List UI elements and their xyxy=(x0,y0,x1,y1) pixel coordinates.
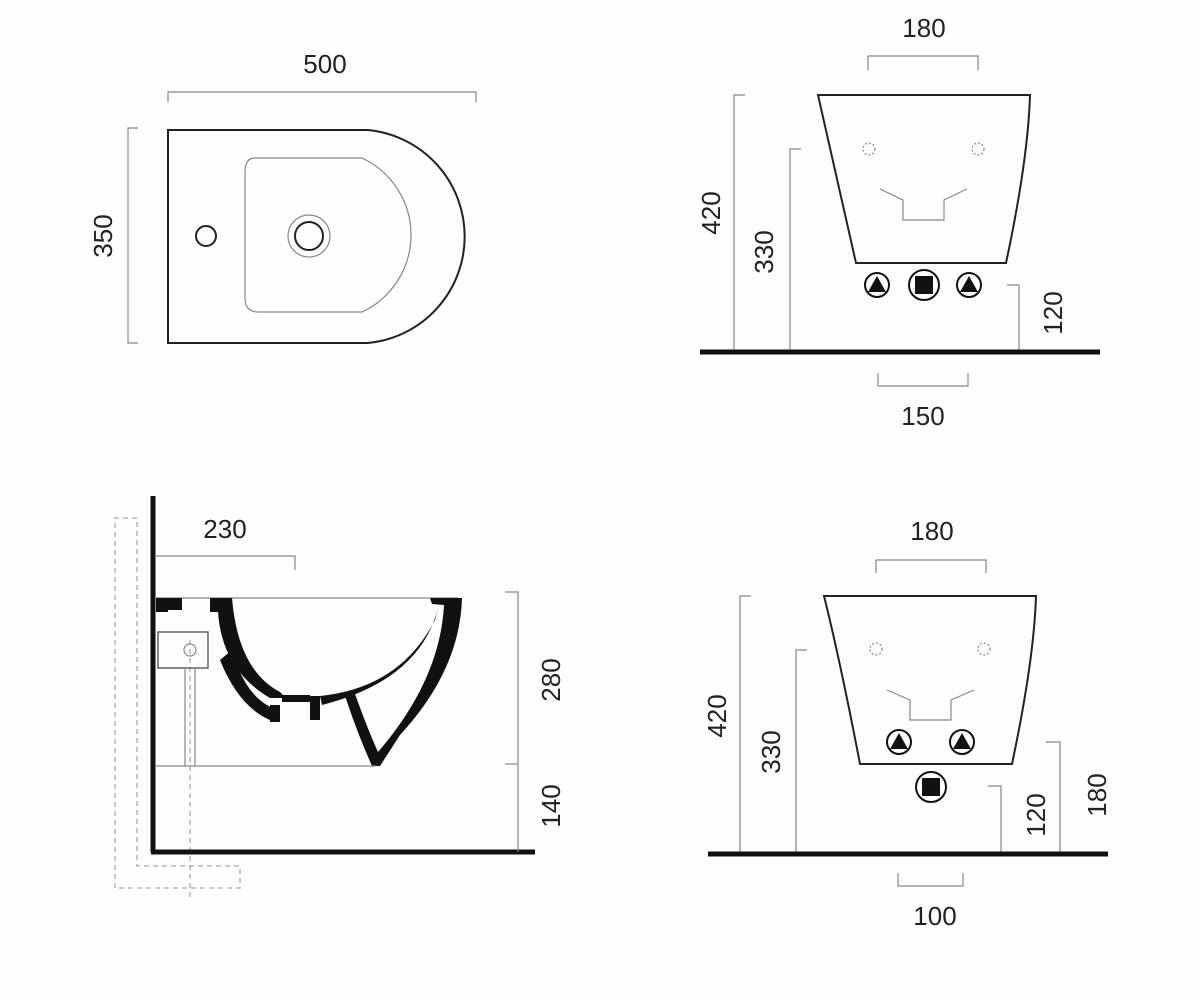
square-symbol-2 xyxy=(922,778,940,796)
top-width-dimension-2 xyxy=(875,559,987,573)
top-view: 500 350 xyxy=(88,49,477,344)
waste-outlet-icon-2 xyxy=(915,771,947,803)
front-view-1: 180 420 330 120 150 xyxy=(696,13,1100,431)
top-width-label: 180 xyxy=(902,13,945,43)
waste-fitting xyxy=(157,631,209,669)
bottom-width-label: 150 xyxy=(901,401,944,431)
projection-dimension xyxy=(155,555,296,570)
floor-clearance-label: 140 xyxy=(536,784,566,827)
water-inlet-left-icon xyxy=(864,272,890,298)
height-120-label-2: 120 xyxy=(1021,793,1051,836)
tap-hole xyxy=(195,225,217,247)
height-120-line xyxy=(1007,284,1020,352)
back-bowl-wall xyxy=(210,598,286,698)
bowl-height-label: 280 xyxy=(536,658,566,701)
bottom-width-dimension xyxy=(877,373,969,387)
width-label: 500 xyxy=(303,49,346,79)
depth-label: 350 xyxy=(88,214,118,257)
fixing-hole-left-2 xyxy=(869,642,883,656)
bottom-width-dimension-2 xyxy=(897,873,964,887)
height-180-label: 180 xyxy=(1082,773,1112,816)
height-330-label: 330 xyxy=(749,230,779,273)
projection-label: 230 xyxy=(203,514,246,544)
height-120-label: 120 xyxy=(1038,291,1068,334)
height-420-line-2 xyxy=(739,595,751,854)
height-330-line xyxy=(789,148,801,352)
side-view: 230 280 140 xyxy=(114,496,566,900)
triangle-left-2 xyxy=(890,733,908,749)
triangle-right xyxy=(960,276,978,292)
bidet-front-outline-2 xyxy=(822,595,1038,765)
waste-outlet-icon xyxy=(908,269,940,301)
bidet-outline xyxy=(167,129,466,344)
drain-outer xyxy=(287,214,331,258)
water-inlet-left-icon-2 xyxy=(886,729,912,755)
top-width-label-2: 180 xyxy=(910,516,953,546)
in-wall-frame xyxy=(114,517,241,889)
fixing-hole-right-2 xyxy=(977,642,991,656)
triangle-left xyxy=(868,276,886,292)
top-width-dimension xyxy=(867,55,979,70)
bottom-width-label-2: 100 xyxy=(913,901,956,931)
height-120-line-2 xyxy=(988,785,1002,854)
drain-outline-2 xyxy=(886,689,975,721)
height-330-line-2 xyxy=(795,649,807,854)
bowl-outline xyxy=(244,157,412,313)
height-330-label-2: 330 xyxy=(756,730,786,773)
drain-inner xyxy=(294,221,324,251)
height-180-line xyxy=(1046,741,1061,854)
height-420-label: 420 xyxy=(696,191,726,234)
fixing-hole-left xyxy=(862,142,876,156)
height-420-label-2: 420 xyxy=(702,694,732,737)
rim-back xyxy=(156,598,182,612)
water-inlet-right-icon xyxy=(956,272,982,298)
depth-dimension-line xyxy=(127,127,138,344)
bidet-front-outline xyxy=(816,94,1032,264)
drain-wall-left xyxy=(270,705,280,722)
width-dimension-line xyxy=(167,91,477,102)
drain-outline xyxy=(879,188,968,221)
siphon-wall xyxy=(220,650,278,722)
water-inlet-right-icon-2 xyxy=(949,729,975,755)
drain-cap xyxy=(282,695,310,702)
drain-wall xyxy=(310,696,320,720)
height-420-line xyxy=(733,94,745,352)
bowl-bottom xyxy=(320,608,438,705)
triangle-right-2 xyxy=(953,733,971,749)
waste-pipe-circle xyxy=(183,643,197,657)
front-view-2: 180 420 330 120 180 100 xyxy=(702,516,1112,931)
square-symbol xyxy=(915,276,933,294)
front-bowl-wall xyxy=(345,598,462,766)
fixing-hole-right xyxy=(971,142,985,156)
height-dimension-line xyxy=(505,591,519,852)
